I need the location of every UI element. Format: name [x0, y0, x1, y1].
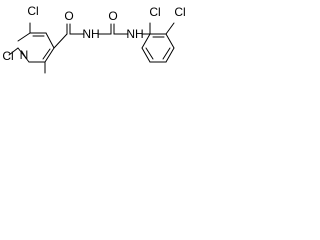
- bond-to-carbonyl-1: [53, 33, 68, 49]
- bond-ring-right-6: [141, 33, 151, 49]
- bond-ring-right-2: [165, 33, 175, 49]
- bond-ring-left-6: [17, 47, 30, 63]
- atom-label-n-ring-left: N: [20, 48, 29, 62]
- atom-label-nh-1: NH: [82, 27, 99, 41]
- atom-label-cl-bottom-left: Cl: [2, 49, 13, 63]
- bond-ring-left-double-2: [42, 48, 51, 60]
- bond-right-cl-2: [165, 22, 175, 35]
- atom-label-nh-2: NH: [126, 27, 143, 41]
- bond-ring-right-double-3: [145, 47, 154, 60]
- bond-ring-right-3: [165, 47, 175, 63]
- bond-ring-right-double-2: [162, 47, 171, 60]
- chemical-structure-diagram: Cl Cl N O NH O NH Cl Cl: [2, 4, 186, 74]
- bond-ring-left-1: [17, 32, 31, 42]
- chemical-structure-canvas: Cl Cl N O NH O NH Cl Cl: [0, 0, 193, 78]
- atom-label-cl-right-1: Cl: [149, 5, 160, 19]
- bond-ring-left-4: [44, 47, 55, 63]
- bond-ring-right-5: [141, 47, 151, 63]
- atom-label-cl-top-left: Cl: [27, 4, 38, 18]
- bond-ring-left-3: [45, 32, 55, 49]
- bond-left-cl-bottom: [8, 47, 19, 56]
- atom-label-o-carbonyl-2: O: [108, 9, 117, 23]
- atom-label-o-carbonyl-1: O: [64, 9, 73, 23]
- atom-label-cl-right-2: Cl: [174, 5, 185, 19]
